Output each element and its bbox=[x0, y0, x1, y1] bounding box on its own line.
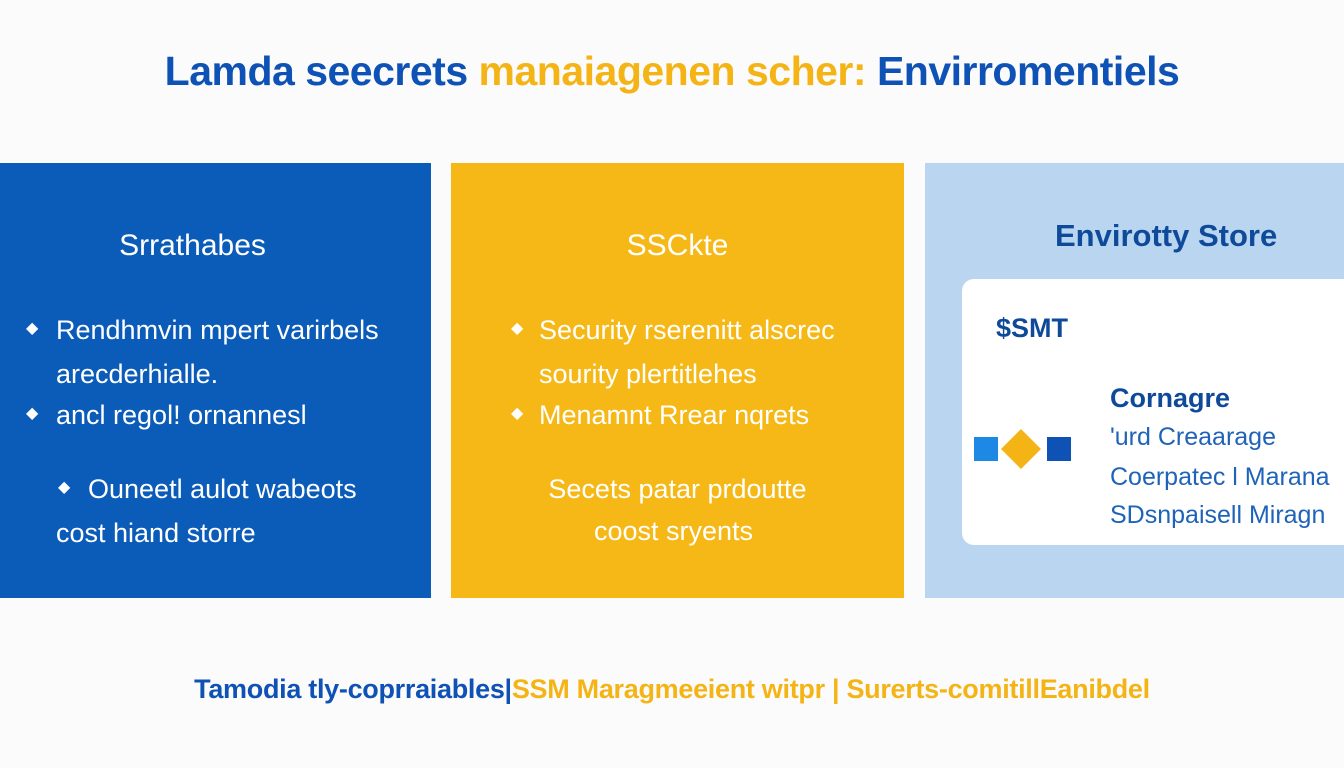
card-subtitle: Cornagre bbox=[1110, 383, 1231, 413]
store-card: $SMT Cornagre 'urd Creaarage Coerpatec l… bbox=[962, 279, 1344, 545]
footer-part-4: Eanibdel bbox=[1039, 674, 1150, 704]
bullet-diamond-icon: ◆ bbox=[511, 404, 524, 422]
list-item: ◆Security rserenitt alscrec sourity pler… bbox=[511, 309, 835, 395]
card-line: 'urd Creaarage bbox=[1110, 423, 1276, 451]
blue-square-icon bbox=[974, 437, 998, 461]
bullet-diamond-icon: ◆ bbox=[26, 319, 39, 337]
card-line: SDsnpaisell Miragn bbox=[1110, 501, 1326, 529]
page-title: Lamda seecrets manaiagenen scher: Envirr… bbox=[0, 48, 1344, 95]
panel-middle-heading: SSCkte bbox=[626, 229, 729, 262]
title-part-2: manaiagenen scher: bbox=[478, 48, 867, 94]
panel-middle: SSCkte ◆Security rserenitt alscrec souri… bbox=[451, 163, 904, 598]
panel-right: Envirotty Store $SMT Cornagre 'urd Creaa… bbox=[925, 163, 1344, 598]
list-item: ◆ancl regol! ornannesl bbox=[26, 394, 307, 438]
footer-caption: Tamodia tly-coprraiables|SSM Maragmeeien… bbox=[0, 674, 1344, 705]
gold-diamond-icon bbox=[1001, 429, 1041, 469]
footer-part-1: Tamodia tly-coprraiables| bbox=[194, 674, 512, 704]
shapes-illustration bbox=[974, 429, 1071, 469]
footer-part-2: SSM Maragmeeient witpr | bbox=[511, 674, 840, 704]
blue-square-icon bbox=[1047, 437, 1071, 461]
list-item: ◆Menamnt Rrear nqrets bbox=[511, 394, 809, 438]
list-item: ◆Ouneetl aulot wabeots cost hiand storre bbox=[56, 468, 357, 554]
title-part-1: Lamda seecrets bbox=[164, 48, 468, 94]
panel-left: Srrathabes ◆Rendhmvin mpert varirbels ar… bbox=[0, 163, 431, 598]
card-title: $SMT bbox=[996, 313, 1069, 343]
bullet-diamond-icon: ◆ bbox=[26, 404, 39, 422]
card-line: Coerpatec l Marana bbox=[1110, 463, 1330, 491]
footer-part-3: Surerts-comitill bbox=[846, 674, 1040, 704]
bullet-diamond-icon: ◆ bbox=[58, 478, 71, 496]
list-item: ◆Rendhmvin mpert varirbels arecderhialle… bbox=[26, 309, 379, 395]
panel-right-heading: Envirotty Store bbox=[1055, 218, 1278, 253]
panel-left-heading: Srrathabes bbox=[119, 229, 266, 262]
bullet-diamond-icon: ◆ bbox=[511, 319, 524, 337]
panel-middle-note: Secets patar prdoutte coost sryents bbox=[548, 474, 807, 546]
title-part-3: Envirromentiels bbox=[876, 48, 1180, 94]
